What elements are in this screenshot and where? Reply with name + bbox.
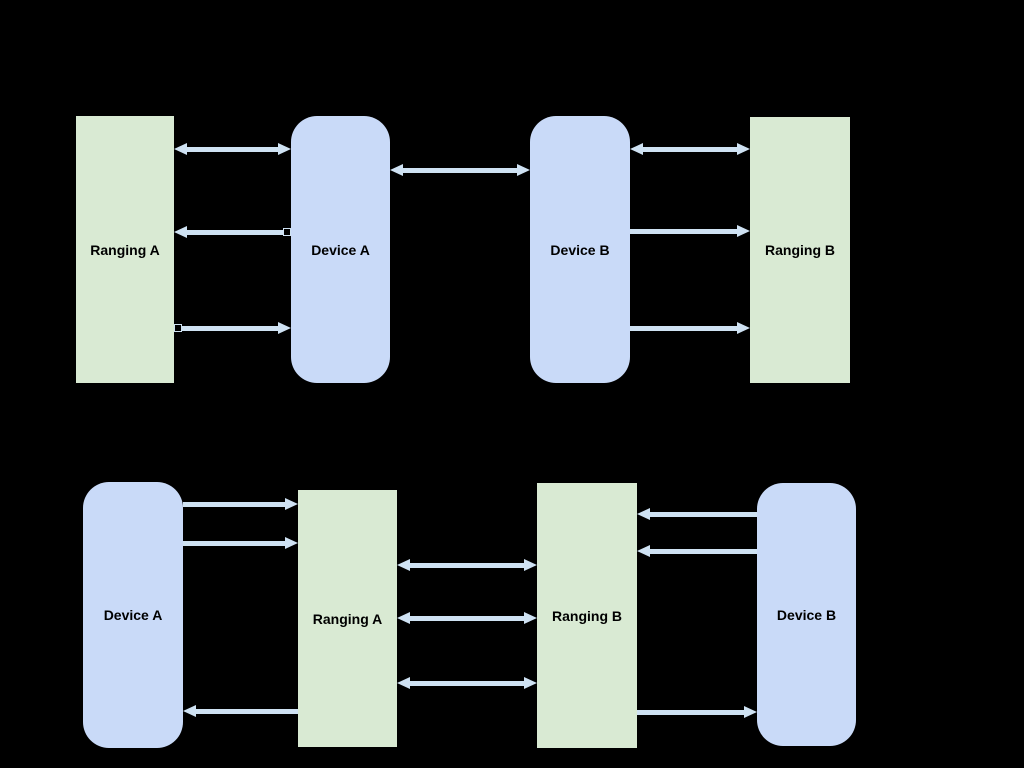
arrowhead-right-icon <box>524 677 537 689</box>
node-label-ranging-b-top: Ranging B <box>765 242 835 258</box>
arrowhead-left-icon <box>397 612 410 624</box>
arrowhead-right-icon <box>744 706 757 718</box>
arrow-shaft <box>184 229 291 235</box>
arrow-top-device-b-ranging-b-1 <box>630 143 750 155</box>
arrowhead-left-icon <box>397 677 410 689</box>
arrow-tail-square-icon <box>174 323 182 332</box>
arrowhead-right-icon <box>737 143 750 155</box>
arrow-shaft <box>647 548 757 554</box>
arrowhead-right-icon <box>517 164 530 176</box>
arrow-shaft <box>193 708 298 714</box>
arrowhead-left-icon <box>637 508 650 520</box>
arrowhead-right-icon <box>285 537 298 549</box>
arrow-top-device-b-ranging-b-3 <box>630 322 750 334</box>
arrow-tail-square-icon <box>283 227 291 236</box>
arrow-top-device-a-device-b <box>390 164 530 176</box>
arrowhead-left-icon <box>174 143 187 155</box>
arrow-shaft <box>637 709 747 715</box>
arrow-shaft <box>640 146 740 152</box>
arrow-shaft <box>647 511 757 517</box>
arrowhead-left-icon <box>174 226 187 238</box>
arrowhead-left-icon <box>637 545 650 557</box>
node-device-b-top: Device B <box>530 116 630 383</box>
node-label-device-a-top: Device A <box>311 241 370 258</box>
arrowhead-right-icon <box>737 322 750 334</box>
arrow-shaft <box>407 680 527 686</box>
arrow-top-ranging-a-device-a-3 <box>174 322 291 334</box>
arrow-shaft <box>183 540 288 546</box>
arrow-top-ranging-a-device-a-1 <box>174 143 291 155</box>
node-device-a-bottom: Device A <box>83 482 183 748</box>
arrow-shaft <box>174 325 281 331</box>
node-ranging-b-top: Ranging B <box>750 117 850 383</box>
arrowhead-right-icon <box>524 612 537 624</box>
arrowhead-left-icon <box>397 559 410 571</box>
arrow-bottom-device-b-ranging-b-2 <box>637 545 757 557</box>
arrowhead-right-icon <box>524 559 537 571</box>
arrowhead-right-icon <box>278 143 291 155</box>
arrow-top-device-a-ranging-a-2 <box>174 226 291 238</box>
arrow-shaft <box>630 325 740 331</box>
arrow-bottom-ranging-b-device-b-3 <box>637 706 757 718</box>
arrowhead-left-icon <box>630 143 643 155</box>
node-device-b-bottom: Device B <box>757 483 856 746</box>
arrowhead-right-icon <box>278 322 291 334</box>
arrow-bottom-ranging-a-ranging-b-2 <box>397 612 537 624</box>
arrow-bottom-device-a-ranging-a-2 <box>183 537 298 549</box>
node-ranging-a-bottom: Ranging A <box>298 490 397 747</box>
node-label-ranging-a-bottom: Ranging A <box>312 610 383 627</box>
arrow-shaft <box>400 167 520 173</box>
arrow-top-device-b-ranging-b-2 <box>630 225 750 237</box>
node-label-device-a-bottom: Device A <box>103 607 163 623</box>
arrowhead-right-icon <box>737 225 750 237</box>
arrowhead-left-icon <box>390 164 403 176</box>
arrow-shaft <box>630 228 740 234</box>
arrowhead-left-icon <box>183 705 196 717</box>
arrow-bottom-ranging-a-device-a-3 <box>183 705 298 717</box>
node-label-device-b-top: Device B <box>550 241 610 258</box>
node-ranging-b-bottom: Ranging B <box>537 483 637 748</box>
arrow-shaft <box>407 615 527 621</box>
arrow-shaft <box>407 562 527 568</box>
arrow-shaft <box>184 146 281 152</box>
arrow-bottom-ranging-a-ranging-b-1 <box>397 559 537 571</box>
node-label-device-b-bottom: Device B <box>776 606 837 623</box>
node-label-ranging-a-top: Ranging A <box>90 241 160 258</box>
arrow-bottom-device-b-ranging-b-1 <box>637 508 757 520</box>
node-ranging-a-top: Ranging A <box>76 116 174 383</box>
arrowhead-right-icon <box>285 498 298 510</box>
arrow-shaft <box>183 501 288 507</box>
node-label-ranging-b-bottom: Ranging B <box>552 607 622 624</box>
node-device-a-top: Device A <box>291 116 390 383</box>
arrow-bottom-device-a-ranging-a-1 <box>183 498 298 510</box>
arrow-bottom-ranging-a-ranging-b-3 <box>397 677 537 689</box>
